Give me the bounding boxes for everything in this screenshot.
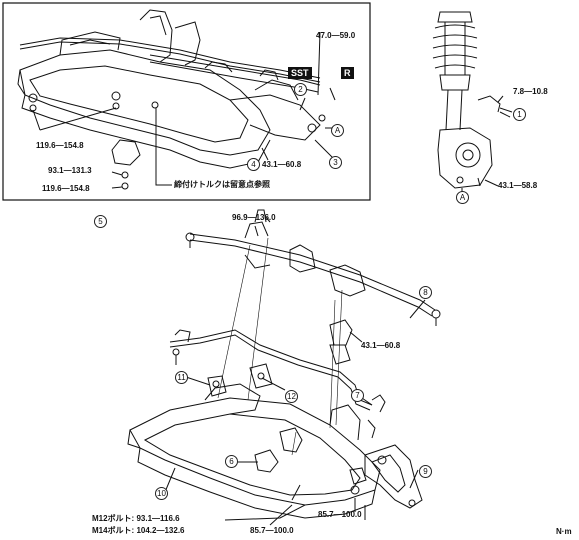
callout-4: 4 <box>247 158 260 171</box>
torque-label: 119.6—154.8 <box>36 141 84 150</box>
callout-6: 6 <box>225 455 238 468</box>
sst-badge: SST <box>288 67 312 79</box>
torque-label: 85.7—100.0 <box>250 526 294 535</box>
inset-frame <box>2 2 371 201</box>
torque-label: 43.1—60.8 <box>361 341 401 350</box>
torque-label: 43.1—60.8 <box>262 160 302 169</box>
callout-2: 2 <box>294 83 307 96</box>
callout-12: 12 <box>285 390 298 403</box>
callout-10: 10 <box>155 487 168 500</box>
torque-label: 119.6—154.8 <box>42 184 90 193</box>
torque-label: 43.1—58.8 <box>498 181 538 190</box>
torque-label: 93.1—131.3 <box>48 166 92 175</box>
callout-11: 11 <box>175 371 188 384</box>
torque-label-m12: M12ボルト: 93.1—116.6 <box>92 514 180 523</box>
note-text: 締付けトルクは留意点参照 <box>174 180 270 189</box>
callout-3: 3 <box>329 156 342 169</box>
torque-label: 7.8—10.8 <box>513 87 548 96</box>
callout-7: 7 <box>351 389 364 402</box>
torque-label: 85.7—100.0 <box>318 510 362 519</box>
torque-label: 96.9—136.0 <box>232 213 276 222</box>
r-badge: R <box>341 67 354 79</box>
callout-a-inset: A <box>331 124 344 137</box>
callout-8: 8 <box>419 286 432 299</box>
callout-9: 9 <box>419 465 432 478</box>
callout-1: 1 <box>513 108 526 121</box>
callout-5: 5 <box>94 215 107 228</box>
unit-label: N·m <box>556 527 572 536</box>
callout-a-knuckle: A <box>456 191 469 204</box>
torque-label: 47.0—59.0 <box>316 31 356 40</box>
torque-label-m14: M14ボルト: 104.2—132.6 <box>92 526 185 535</box>
